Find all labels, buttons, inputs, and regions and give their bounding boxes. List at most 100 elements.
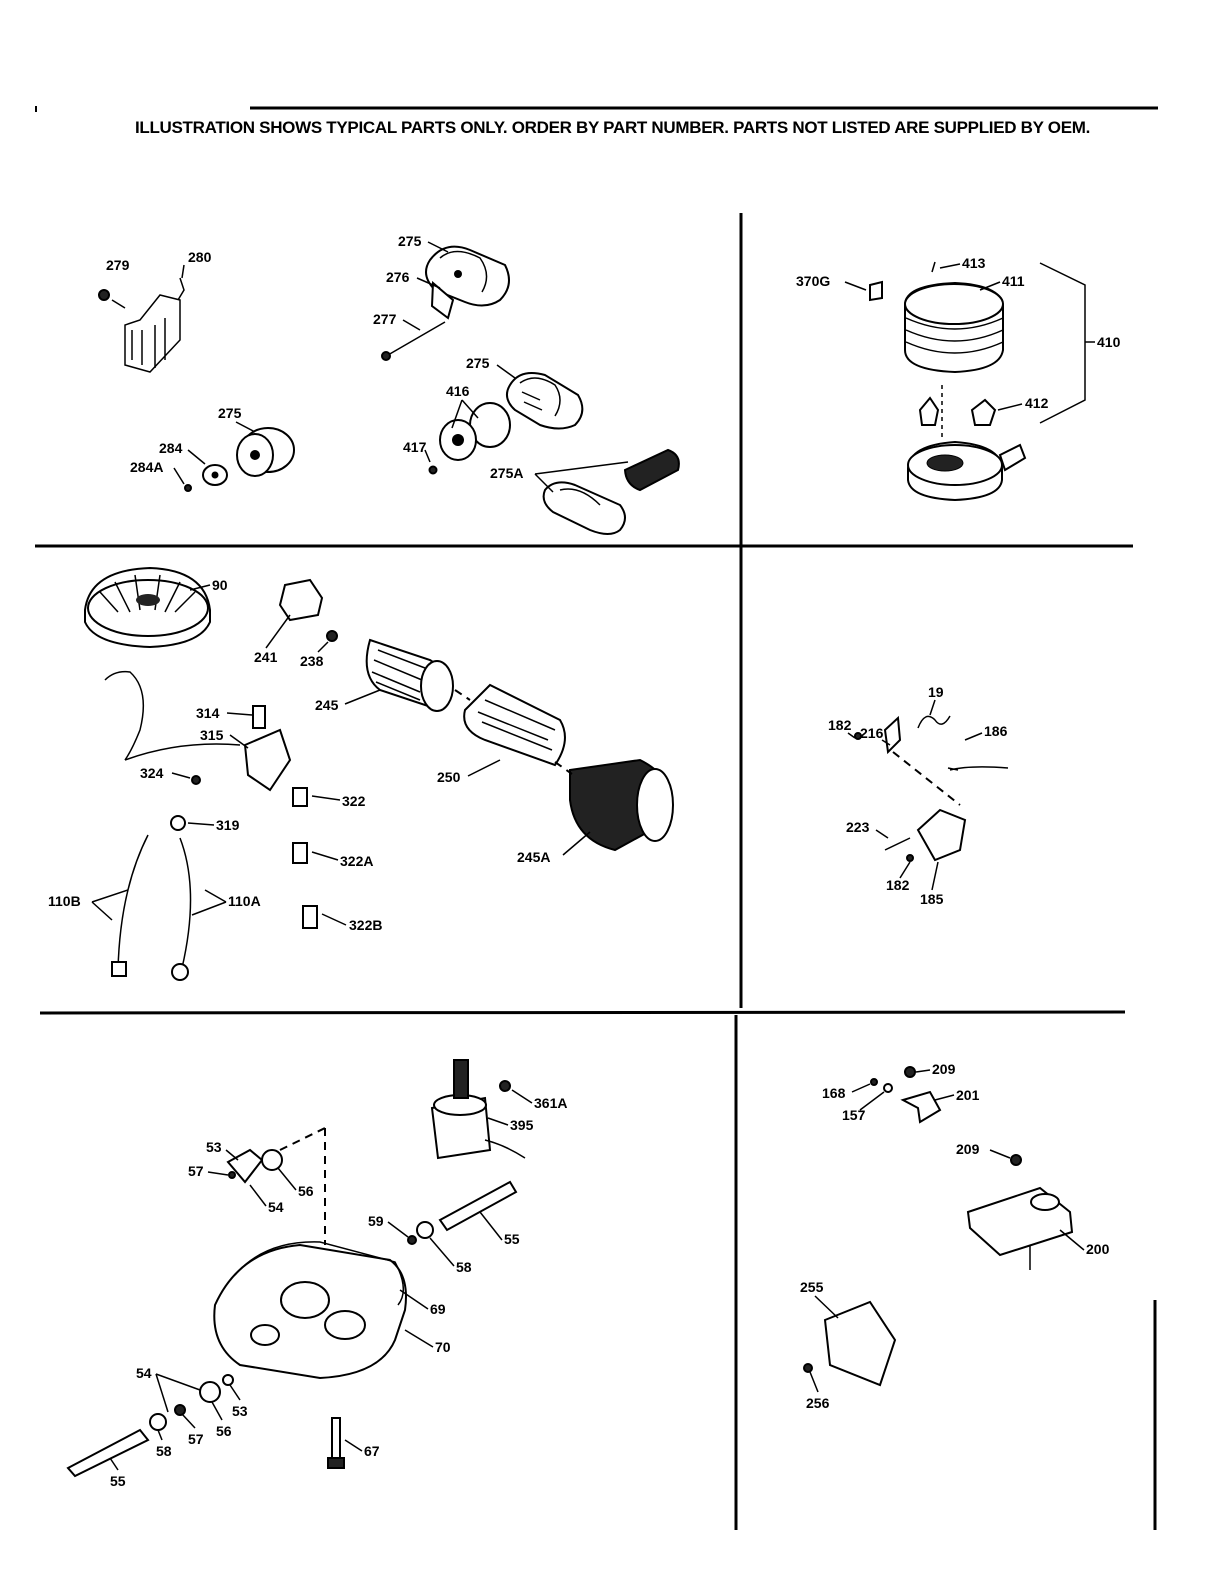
- muffler-outlet: [250, 450, 260, 460]
- base-tube: [998, 443, 1027, 472]
- bracket-outline: [124, 294, 181, 373]
- starter-motor-drawing: [430, 1059, 526, 1160]
- filter-245-end: [420, 660, 454, 712]
- flywheel-fins: [99, 574, 196, 613]
- muffler-leaders: [173, 241, 629, 493]
- label-19: 19: [928, 684, 944, 700]
- filter-assembly-dash-1: [454, 689, 471, 701]
- air-cleaner-leaders: [844, 263, 1023, 411]
- label-54-top: 54: [268, 1199, 284, 1215]
- starter-gear: [453, 1059, 469, 1099]
- upper-bearing-group: [226, 1148, 283, 1184]
- starter-wire: [484, 1139, 526, 1159]
- governor-dash: [892, 751, 961, 806]
- label-395: 395: [510, 1117, 534, 1133]
- panel-crankcase: 361A 395 53 57 56 54 59 55 58 69 70 54 5…: [66, 1059, 567, 1489]
- bracket-412-right: [970, 398, 997, 426]
- label-201: 201: [956, 1087, 980, 1103]
- label-324: 324: [140, 765, 164, 781]
- label-255: 255: [800, 1279, 824, 1295]
- bracket-412-left: [918, 396, 940, 426]
- label-411: 411: [1002, 273, 1025, 289]
- filter-250-drawing: [463, 683, 566, 767]
- lead-110B-end: [111, 961, 127, 977]
- label-250: 250: [437, 769, 461, 785]
- crankcase-drawing: [213, 1127, 407, 1380]
- label-185: 185: [920, 891, 944, 907]
- screen-275A: [623, 448, 680, 492]
- label-53-bottom: 53: [232, 1403, 248, 1419]
- screw-209-mid: [1010, 1154, 1022, 1166]
- label-67: 67: [364, 1443, 380, 1459]
- control-bracket-drawing: [803, 1066, 1074, 1387]
- label-57-top: 57: [188, 1163, 204, 1179]
- label-322A: 322A: [340, 853, 373, 869]
- filter-250: [463, 683, 566, 767]
- label-322B: 322B: [349, 917, 382, 933]
- label-284A: 284A: [130, 459, 163, 475]
- muffler-275-top-drawing: [381, 245, 510, 361]
- terminal-319: [170, 815, 186, 831]
- muffler-275A-seam: [559, 488, 601, 506]
- flywheel-90-drawing: [84, 566, 211, 649]
- label-110B: 110B: [48, 893, 81, 909]
- label-55-top: 55: [504, 1231, 520, 1247]
- lever-216: [883, 715, 902, 755]
- label-314: 314: [196, 705, 220, 721]
- label-322: 322: [342, 793, 366, 809]
- connector-322: [292, 787, 308, 807]
- label-55-bottom: 55: [110, 1473, 126, 1489]
- panel-dividers: [35, 106, 1158, 1530]
- screw-223: [884, 837, 911, 851]
- label-182-top: 182: [828, 717, 852, 733]
- horizontal-divider-2: [39, 1010, 1126, 1015]
- bolt-67-shank: [331, 1417, 341, 1461]
- screw-238: [326, 630, 338, 642]
- crankcase-bore-3: [250, 1324, 280, 1346]
- screw-284A: [184, 484, 192, 492]
- label-276: 276: [386, 269, 410, 285]
- washer-57-bottom: [174, 1404, 186, 1416]
- ignition-module-drawing: [104, 670, 318, 981]
- panel-governor: 182 216 19 186 223 182 185: [828, 684, 1009, 907]
- label-56-top: 56: [298, 1183, 314, 1199]
- panel-air-cleaner: 370G 413 411 410 412: [796, 255, 1121, 502]
- screw-417: [428, 465, 438, 475]
- bracket-241: [278, 578, 324, 622]
- prefilter-245A-end: [636, 768, 674, 842]
- bracket-241-drawing: [278, 578, 338, 642]
- muffler-275A-drawing: [542, 448, 680, 535]
- flywheel-top: [87, 579, 209, 637]
- shaft-55-bottom: [66, 1428, 150, 1478]
- muffler-oval-hole: [454, 270, 462, 278]
- muffler-bracket-drawing: [98, 277, 185, 373]
- pin-314: [252, 705, 266, 729]
- crankcase-bore-1: [280, 1281, 330, 1319]
- governor-leaders: [847, 699, 983, 891]
- muffler-mid-grille: [521, 391, 543, 411]
- label-416: 416: [446, 383, 470, 399]
- lead-110B: [117, 834, 149, 971]
- label-53-top: 53: [206, 1139, 222, 1155]
- shield-255: [823, 1300, 897, 1387]
- screw-279: [98, 289, 110, 301]
- filter-250-ribs: [477, 699, 556, 751]
- screw-361A: [499, 1080, 511, 1092]
- label-275-mid: 275: [466, 355, 490, 371]
- screw-279-leader: [111, 299, 126, 309]
- screw-182-top: [854, 732, 862, 740]
- washer-57-top: [228, 1171, 236, 1179]
- screw-182-bottom: [906, 854, 914, 862]
- screw-209-top: [904, 1066, 916, 1078]
- spring-19: [917, 715, 951, 729]
- filter-245-drawing: [365, 638, 454, 712]
- label-209-mid: 209: [956, 1141, 980, 1157]
- ignition-leaders: [91, 584, 591, 926]
- label-275A: 275A: [490, 465, 523, 481]
- label-370G: 370G: [796, 273, 830, 289]
- muffler-mid-body: [505, 372, 584, 430]
- governor-drawing: [854, 715, 1009, 862]
- seal-58-bottom: [149, 1413, 167, 1431]
- label-319: 319: [216, 817, 240, 833]
